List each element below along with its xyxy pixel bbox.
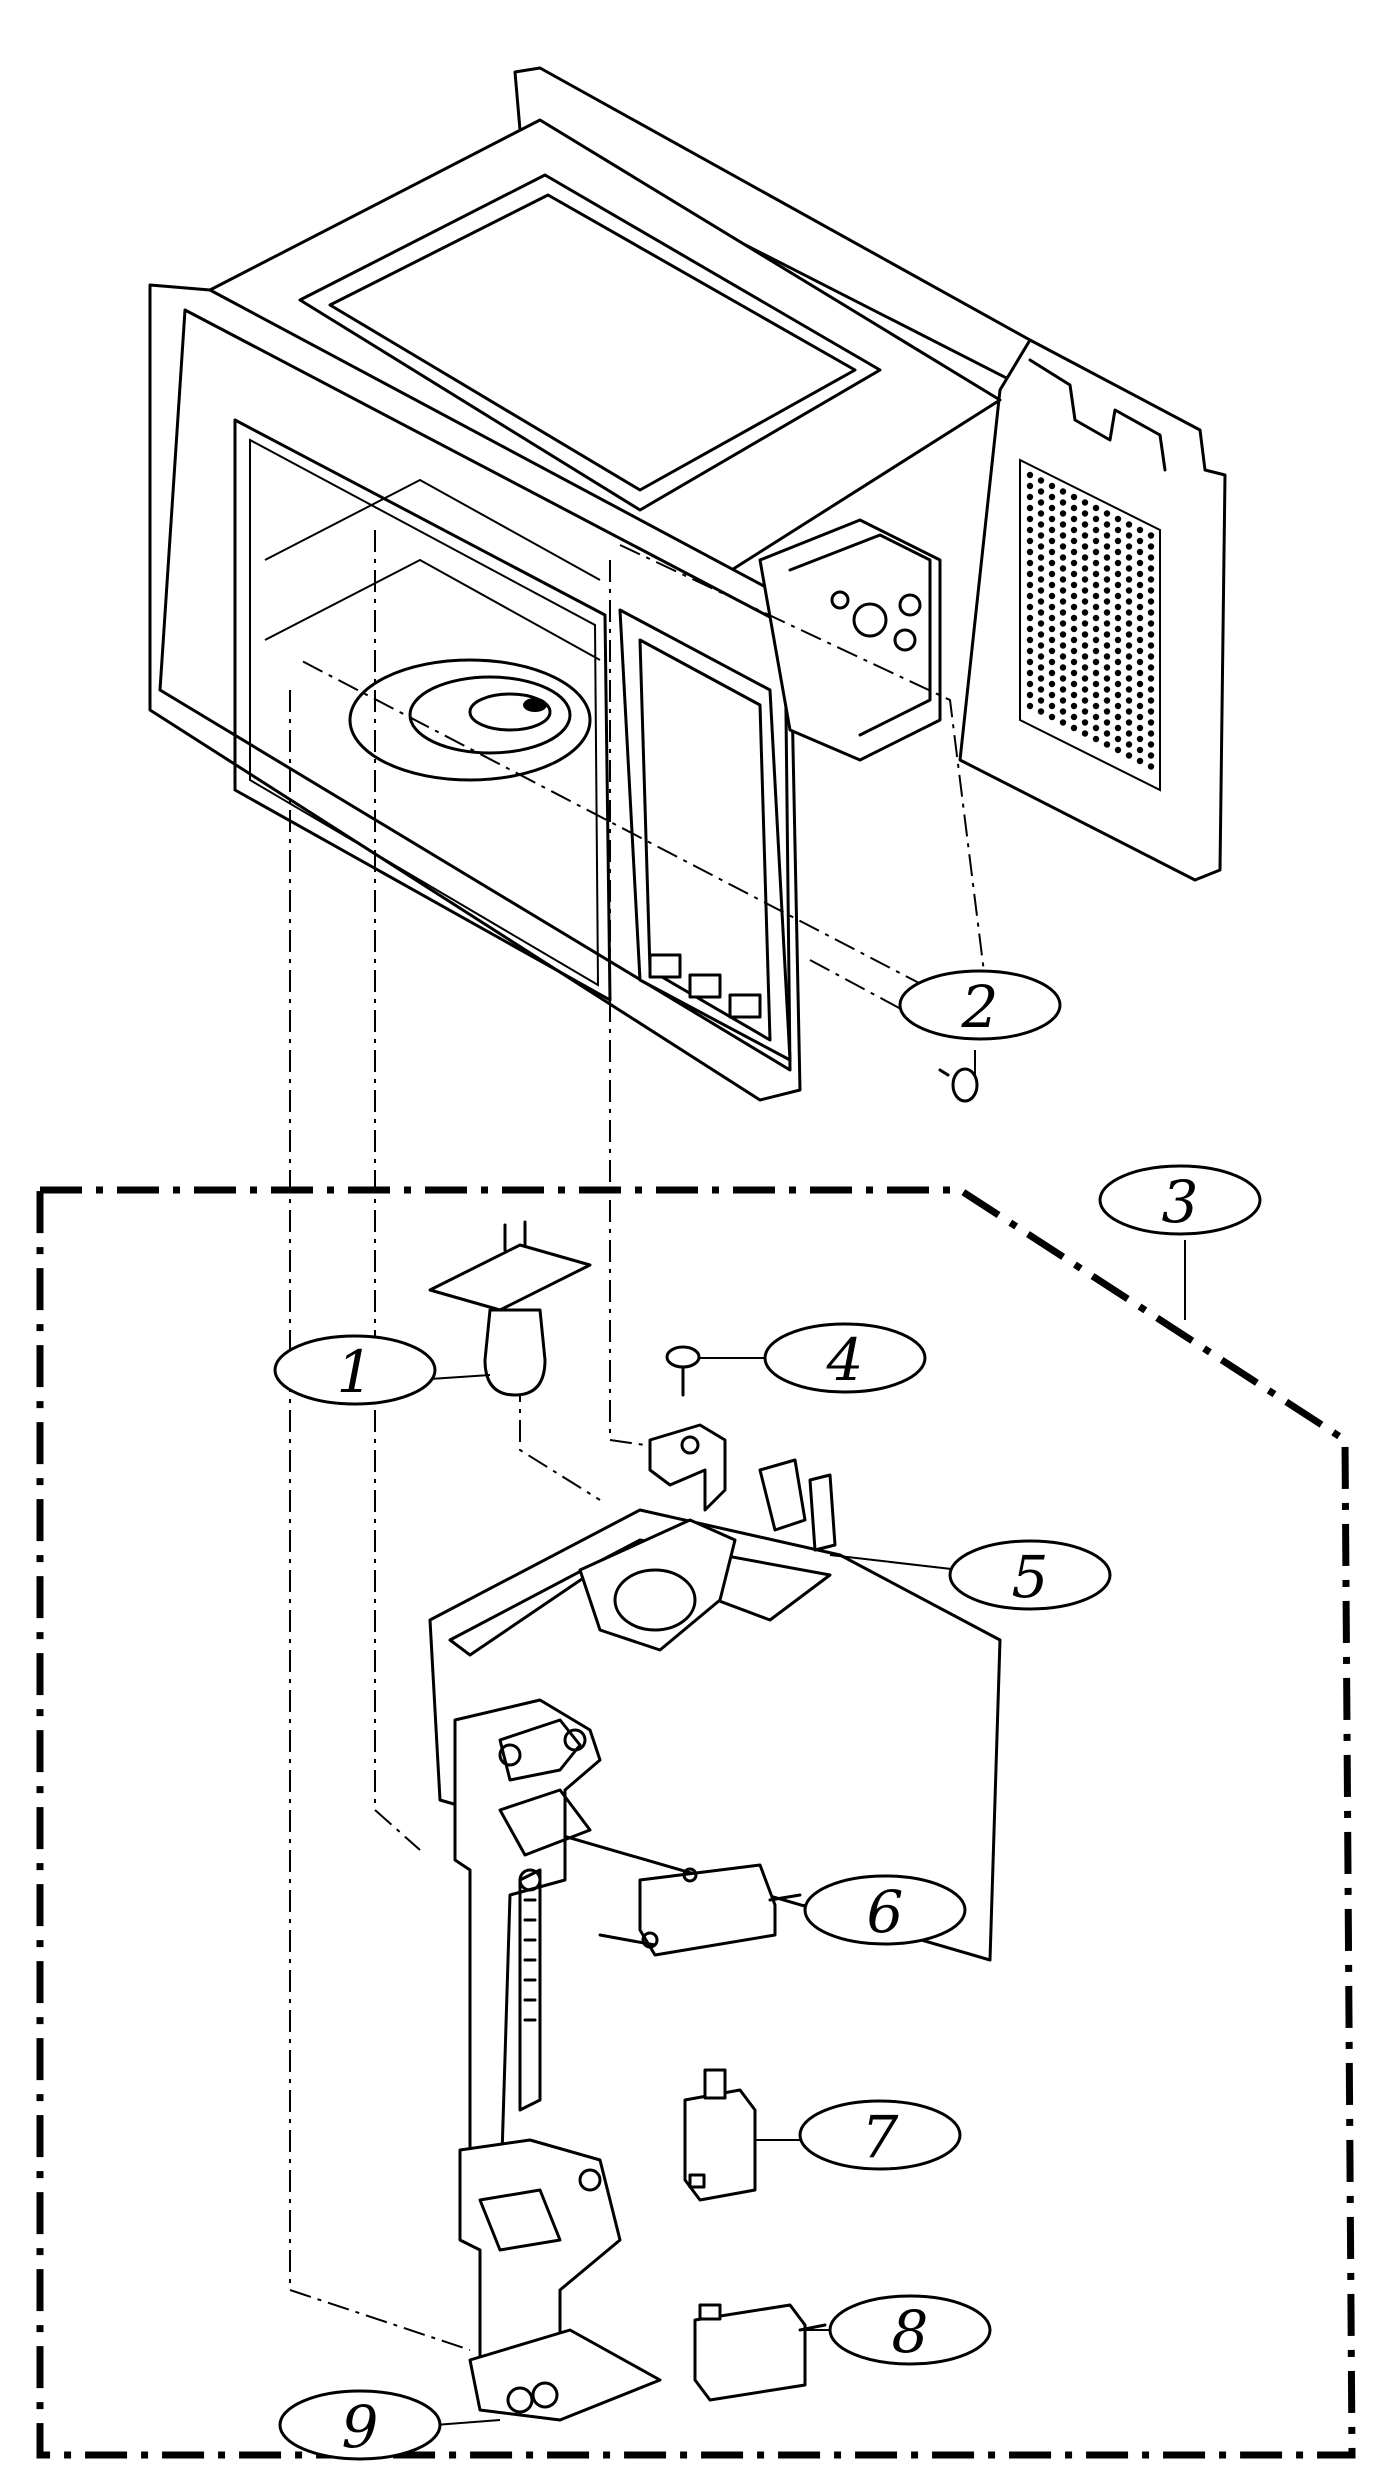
svg-text:3: 3 xyxy=(1162,1168,1199,1236)
callout-4: 4 xyxy=(700,1322,927,1394)
callout-6: 6 xyxy=(800,1874,967,1946)
lamp-icon xyxy=(428,1220,592,1397)
microswitch-icon xyxy=(693,2303,827,2402)
assembly-group-boundary xyxy=(36,1186,1356,2459)
svg-text:8: 8 xyxy=(892,2298,929,2366)
svg-text:4: 4 xyxy=(826,1326,864,1394)
screw-icon xyxy=(665,1345,701,1397)
callout-3: 3 xyxy=(1098,1164,1262,1320)
vent-grille xyxy=(1019,458,1161,792)
svg-text:2: 2 xyxy=(961,973,999,1041)
microswitch-icon xyxy=(598,1863,802,1957)
latch-board-icon xyxy=(428,1458,1002,2422)
callout-5: 5 xyxy=(829,1539,1112,1611)
oven-cavity-icon xyxy=(148,66,1227,1102)
callout-2: 2 xyxy=(898,969,1062,1075)
callout-8: 8 xyxy=(805,2294,992,2366)
callout-9: 9 xyxy=(278,2389,501,2461)
callout-7: 7 xyxy=(755,2099,962,2171)
microswitch-icon xyxy=(683,2068,757,2202)
svg-text:5: 5 xyxy=(1012,1543,1049,1611)
callout-1: 1 xyxy=(273,1334,491,1406)
svg-text:9: 9 xyxy=(342,2393,379,2461)
screw-icon xyxy=(938,1067,979,1103)
svg-text:1: 1 xyxy=(337,1338,374,1406)
bracket-icon xyxy=(648,1423,727,1512)
svg-text:7: 7 xyxy=(862,2103,899,2171)
svg-text:6: 6 xyxy=(867,1878,904,1946)
